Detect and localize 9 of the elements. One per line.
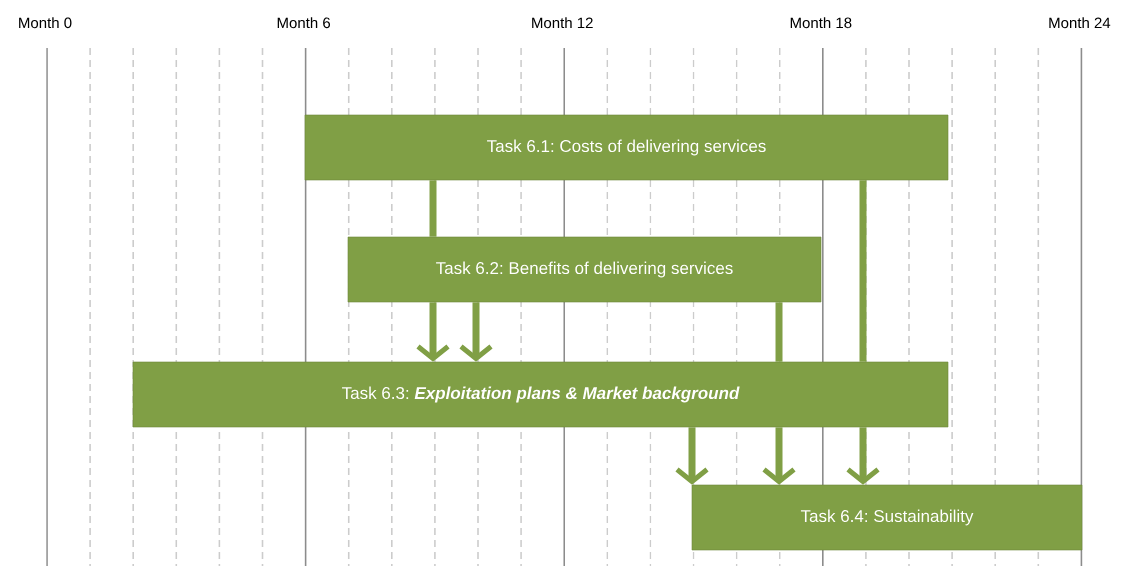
month-label: Month 6 [277, 17, 331, 29]
month-label: Month 0 [19, 17, 72, 29]
month-label: Month 18 [790, 17, 852, 29]
task-bar: Task 6.4: Sustainability [691, 484, 1083, 551]
task-bar: Task 6.2: Benefits of delivering services [347, 236, 822, 303]
month-label: Month 24 [1049, 17, 1111, 29]
month-label: Month 12 [532, 17, 593, 29]
task-bar: Task 6.1: Costs of delivering services [304, 114, 949, 181]
task-bar: Task 6.3: Exploitation plans & Market background [132, 361, 949, 428]
